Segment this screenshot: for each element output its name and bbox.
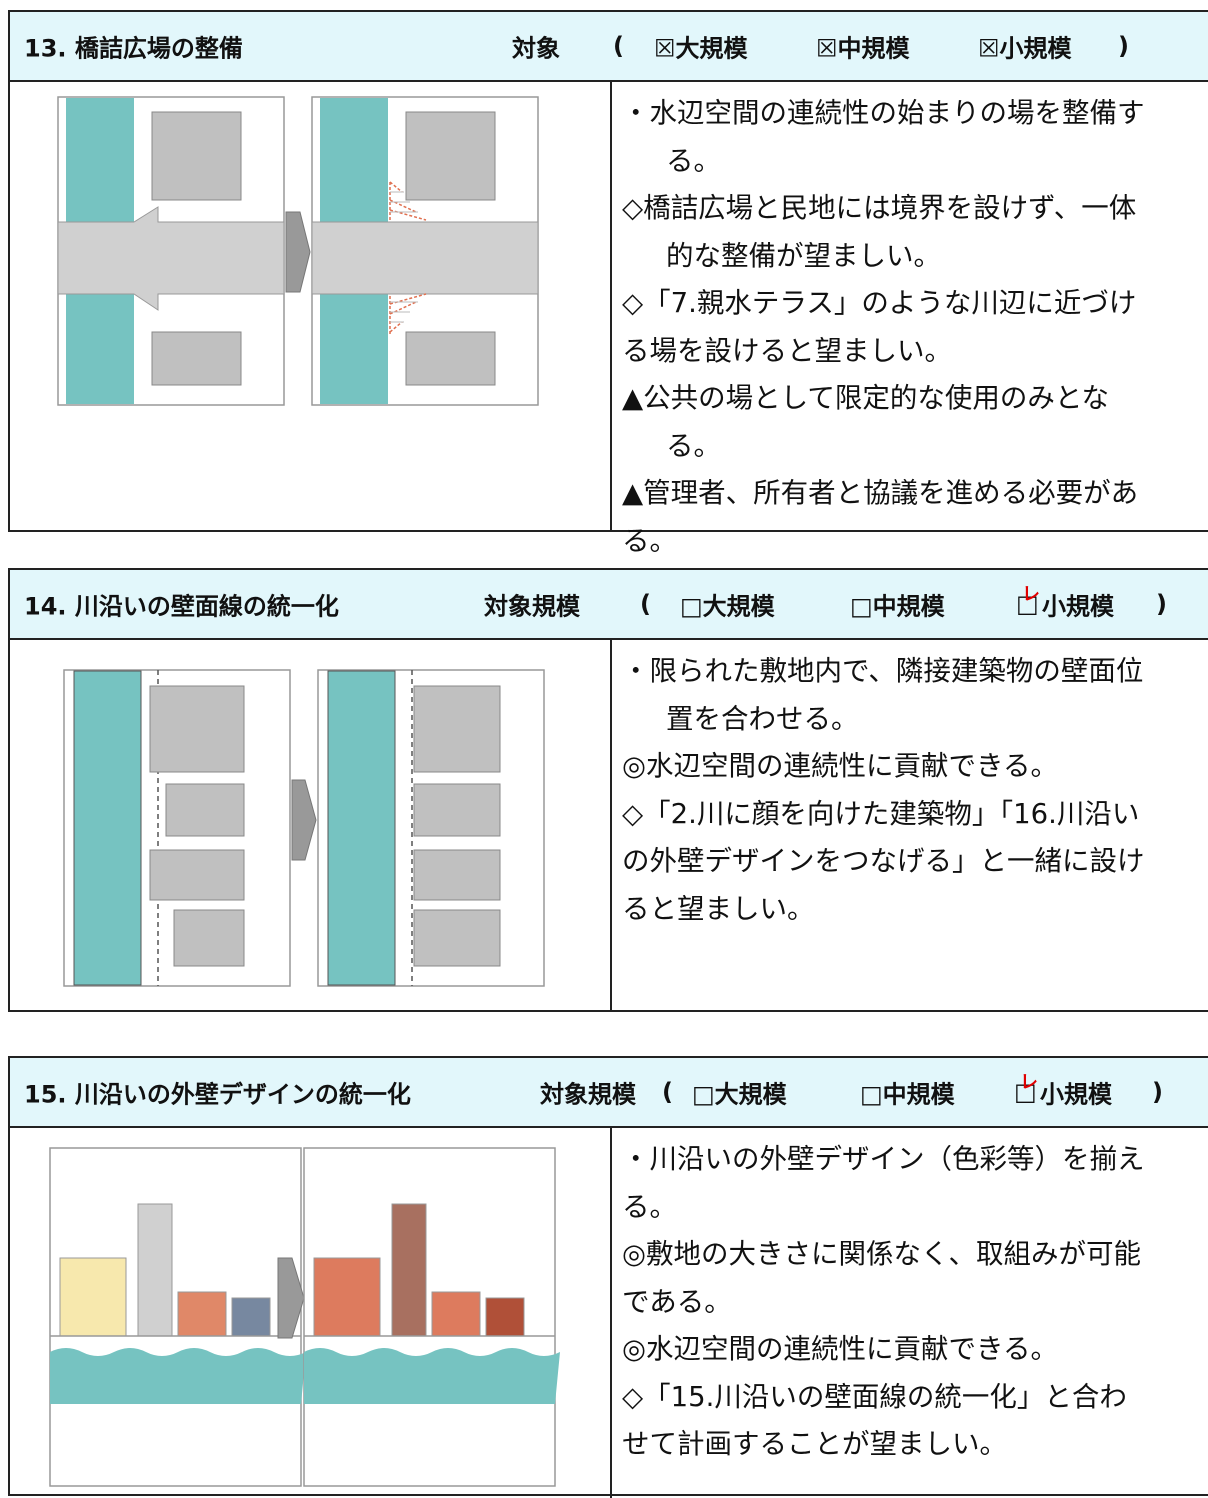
section-15: 15. 川沿いの外壁デザインの統一化 対象規模 ( □大規模 □中規模 □レ 小… [8, 1056, 1208, 1498]
desc-line: せて計画することが望ましい。 [622, 1428, 1007, 1460]
wall-line-diagram [63, 669, 545, 987]
section-13-description: ・水辺空間の連続性の始まりの場を整備す る。 ◇橋詰広場と民地には境界を設けず、… [622, 90, 1202, 565]
desc-line: である。 [622, 1285, 732, 1318]
section-13-figure [10, 82, 612, 532]
section-13-paren-open: ( [613, 32, 624, 60]
desc-line: ◇「15.川沿いの壁面線の統一化」と合わ [622, 1380, 1127, 1413]
section-14-target-label: 対象規模 [484, 592, 580, 621]
desc-line: 置を合わせる。 [666, 702, 859, 735]
section-14-option-medium: □中規模 [850, 592, 945, 621]
section-13: 13. 橋詰広場の整備 対象 ( ☒大規模 ☒中規模 ☒小規模 ) [8, 10, 1208, 557]
desc-line: ▲公共の場として限定的な使用のみとな [622, 382, 1109, 414]
section-13-option-small: ☒小規模 [978, 34, 1072, 63]
section-13-option-large: ☒大規模 [654, 34, 748, 63]
desc-line: る。 [622, 524, 677, 557]
section-14-figure [10, 640, 612, 1012]
section-13-paren-close: ) [1118, 32, 1129, 60]
section-13-body: ・水辺空間の連続性の始まりの場を整備す る。 ◇橋詰広場と民地には境界を設けず、… [10, 82, 1208, 557]
section-15-option-small: 小規模 [1040, 1080, 1112, 1109]
desc-line: ▲管理者、所有者と協議を進める必要があ [622, 477, 1139, 509]
section-14-checkbox-checked: □レ [1016, 584, 1040, 618]
section-15-body: ・川沿いの外壁デザイン（色彩等）を揃え る。 ◎敷地の大きさに関係なく、取組みが… [10, 1128, 1208, 1498]
section-14-option-small: 小規模 [1042, 592, 1114, 621]
section-14-body: ・限られた敷地内で、隣接建築物の壁面位 置を合わせる。 ◎水辺空間の連続性に貢献… [10, 640, 1208, 1012]
desc-line: ・水辺空間の連続性の始まりの場を整備す [622, 97, 1145, 129]
desc-line: ◇「7.親水テラス」のような川辺に近づけ [622, 287, 1137, 319]
section-15-figure [10, 1128, 612, 1498]
section-15-checkbox-checked: □レ [1014, 1072, 1038, 1106]
section-13-header: 13. 橋詰広場の整備 対象 ( ☒大規模 ☒中規模 ☒小規模 ) [10, 12, 1208, 82]
section-14: 14. 川沿いの壁面線の統一化 対象規模 ( □大規模 □中規模 □レ 小規模 … [8, 568, 1208, 1012]
section-15-description: ・川沿いの外壁デザイン（色彩等）を揃え る。 ◎敷地の大きさに関係なく、取組みが… [622, 1136, 1202, 1469]
desc-line: ◇「2.川に顔を向けた建築物」「16.川沿い [622, 797, 1140, 830]
section-13-title: 13. 橋詰広場の整備 [24, 34, 243, 63]
desc-line: ◎水辺空間の連続性に貢献できる。 [622, 750, 1058, 782]
section-15-option-large: □大規模 [692, 1080, 787, 1109]
desc-line: ◇橋詰広場と民地には境界を設けず、一体 [622, 192, 1137, 224]
section-15-title: 15. 川沿いの外壁デザインの統一化 [24, 1080, 411, 1109]
desc-line: 的な整備が望ましい。 [666, 239, 941, 272]
desc-line: ◎敷地の大きさに関係なく、取組みが可能 [622, 1238, 1141, 1270]
section-15-option-medium: □中規模 [860, 1080, 955, 1109]
desc-line: ると望ましい。 [622, 892, 815, 925]
desc-line: ・限られた敷地内で、隣接建築物の壁面位 [622, 655, 1144, 687]
section-15-paren-open: ( [662, 1078, 673, 1106]
facade-design-diagram [49, 1147, 560, 1487]
section-13-option-medium: ☒中規模 [816, 34, 910, 63]
red-check-icon: レ [1020, 1072, 1038, 1093]
section-14-title: 14. 川沿いの壁面線の統一化 [24, 592, 339, 621]
section-15-paren-close: ) [1152, 1078, 1163, 1106]
desc-line: る場を設けると望ましい。 [622, 334, 952, 367]
desc-line: る。 [622, 1190, 677, 1223]
desc-line: る。 [666, 144, 721, 177]
desc-line: ◎水辺空間の連続性に貢献できる。 [622, 1333, 1058, 1365]
desc-line: る。 [666, 429, 721, 462]
section-13-target-label: 対象 [512, 34, 560, 63]
section-14-paren-close: ) [1156, 590, 1167, 618]
section-14-paren-open: ( [640, 590, 651, 618]
section-14-header: 14. 川沿いの壁面線の統一化 対象規模 ( □大規模 □中規模 □レ 小規模 … [10, 570, 1208, 640]
bridge-plaza-diagram [57, 96, 539, 406]
section-15-target-label: 対象規模 [540, 1080, 636, 1109]
desc-line: の外壁デザインをつなげる」と一緒に設け [622, 845, 1145, 877]
desc-line: ・川沿いの外壁デザイン（色彩等）を揃え [622, 1143, 1145, 1175]
section-15-header: 15. 川沿いの外壁デザインの統一化 対象規模 ( □大規模 □中規模 □レ 小… [10, 1058, 1208, 1128]
section-14-description: ・限られた敷地内で、隣接建築物の壁面位 置を合わせる。 ◎水辺空間の連続性に貢献… [622, 648, 1202, 933]
red-check-icon: レ [1022, 584, 1040, 605]
section-14-option-large: □大規模 [680, 592, 775, 621]
